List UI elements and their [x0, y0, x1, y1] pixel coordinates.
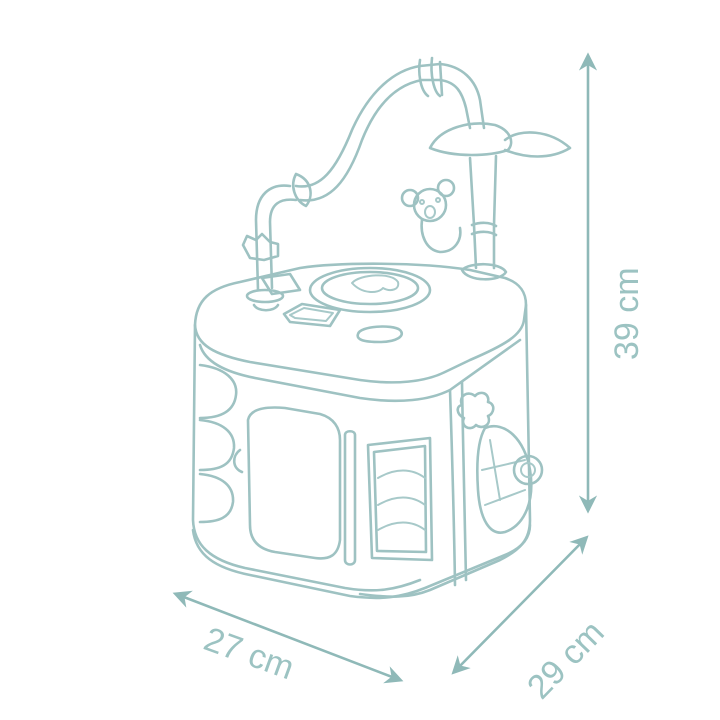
width-dimension-arrow [172, 590, 404, 684]
depth-dimension-arrow [451, 535, 589, 675]
height-label: 39 cm [608, 267, 646, 360]
toy-body [191, 56, 572, 600]
